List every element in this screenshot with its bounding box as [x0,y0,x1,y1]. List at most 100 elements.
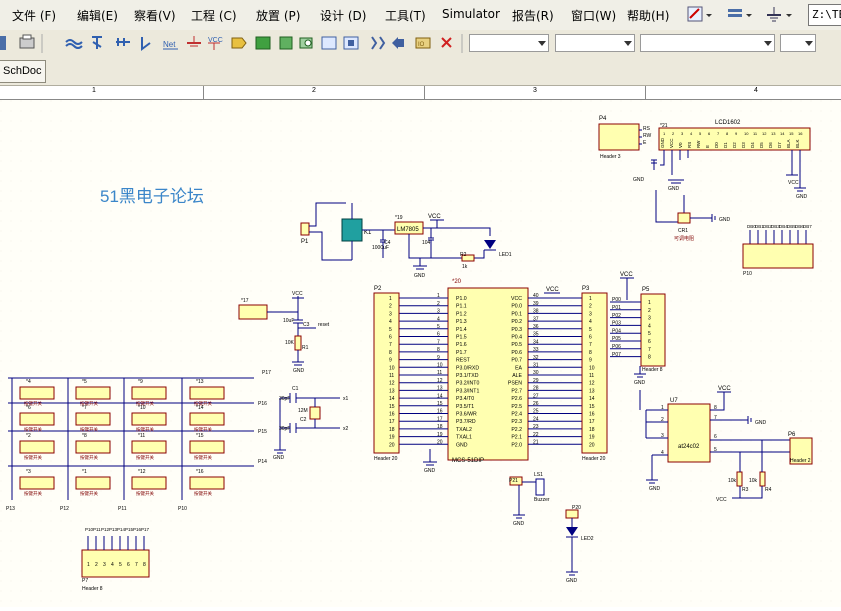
header-p3[interactable]: P3 Header 20 123456789101112131415161718… [581,286,608,462]
mcu-pin-number: 34 [533,339,539,345]
menu-simulator[interactable]: Simulator [442,7,500,21]
header-p7[interactable]: P7 Header 8 P101P112P123P134P145P156P167… [81,527,150,592]
mcu-pin-name: P1.7 [456,350,467,356]
menu-tools[interactable]: 工具(T) [385,9,426,23]
p5-pin-label: P01 [612,305,621,311]
toolbar-combo-3[interactable] [640,34,775,52]
key-label: 按键开关 [80,490,98,497]
lcd-pin-number: 15 [789,131,794,136]
col-label: P10 [178,506,187,512]
key-ref: *14 [196,405,204,411]
mcu-pin-number: 23 [533,424,539,430]
key-ref: *12 [138,469,146,475]
chevron-down-icon[interactable] [746,14,752,17]
pin-num: 2 [661,417,664,423]
crystal-circuit[interactable]: C1 C2 30pF 30pF 12M x1 x2 GND [273,386,349,461]
pin-num: 7 [714,415,717,421]
key-matrix[interactable]: P17 P16 P15 P14 P13 P12 P11 P10 *4按键开关*5… [6,370,271,512]
toolbar-combo-2[interactable] [555,34,635,52]
tab-schdoc[interactable]: SchDoc [0,60,46,83]
mcu-pin-name: TXAL2 [456,427,472,433]
lcd-pin-number: 6 [708,131,711,136]
menu-reports[interactable]: 报告(R) [512,9,554,23]
eeprom-u7[interactable]: U7 at24c02 1 2 3 4 GND 8 7 6 5 VCC GND P… [639,386,813,503]
toolbar-combo-1[interactable] [469,34,549,52]
directive-icon[interactable] [371,36,386,50]
reset-circuit[interactable]: *17 VCC 10uF C3 reset 10K R1 GND [238,291,330,374]
signal-harness-icon[interactable] [116,38,130,46]
device-sheet-icon[interactable] [299,37,313,49]
header-p2[interactable]: P2 Header 20 123456789101112131415161718… [373,286,400,462]
p5-pin-number: 5 [648,331,651,337]
buzzer-ls1[interactable]: LS1 Buzzer P21 GND [509,472,550,527]
wire-icon[interactable] [65,39,83,49]
chevron-down-icon[interactable] [706,14,712,17]
key-switch [19,440,55,454]
parameter-set-icon[interactable] [343,36,359,50]
bus-icon[interactable] [728,9,742,17]
p7-pin-number: 2 [95,562,98,568]
path-box[interactable]: Z:\TE [808,4,841,26]
component-icon[interactable] [321,36,337,50]
bus-entry-icon[interactable] [92,36,102,49]
buzzer-gnd: GND [513,521,525,527]
menu-design[interactable]: 设计 (D) [320,9,367,23]
power-supply[interactable]: P1 K1 LM7805 *19 VCC C4 1000uF 104 GND R… [300,202,512,279]
p5-pin-number: 4 [648,323,651,329]
col-label: P13 [6,506,15,512]
menu-window[interactable]: 窗口(W) [571,9,617,23]
mcu-pin-name: P1.0 [456,296,467,302]
menu-project[interactable]: 工程 (C) [191,9,237,23]
header-pin-number: 9 [589,358,592,364]
p5-pin-label: P04 [612,328,621,334]
mcu-pin-number: 11 [437,370,442,376]
port-icon[interactable] [231,37,247,49]
print-icon[interactable] [19,34,35,49]
compile-mask-icon[interactable]: IO [415,37,431,49]
gnd-port-icon[interactable] [187,36,201,47]
header-p10[interactable]: DB01DB12DB23DB34DB45DB56DB67DB78 P10 [742,224,814,277]
toolbar-combo-4[interactable] [780,34,816,52]
mcu-pin-name: P1.2 [456,311,467,317]
ground-icon[interactable] [767,7,781,22]
key-ref: *11 [138,433,145,439]
key-ref: *13 [196,379,204,385]
key-switch [131,476,167,490]
chevron-down-icon[interactable] [786,14,792,17]
highlight-pen-icon[interactable] [687,6,708,22]
header-pin-number: 2 [589,304,592,310]
lcd1602[interactable]: *21 LCD1602 GND1VCC2V03RS4RW5E6D07D18D29… [633,120,811,200]
menu-file[interactable]: 文件 (F) [12,9,57,23]
mcu-pin-name: P2.0 [511,442,522,448]
header-p4[interactable]: P4 Header 3 RS RW E [598,116,652,160]
menu-edit[interactable]: 编辑(E) [77,9,118,23]
p5-pin-label: P05 [612,336,621,342]
net-label-icon[interactable]: Net [163,40,178,50]
potentiometer-cr1[interactable]: GND CR1 可调电阻 [655,190,731,242]
row-label: P14 [258,459,267,465]
vcc-port-icon[interactable]: VCC [208,37,223,50]
header-pin-number: 4 [389,319,392,325]
chevron-down-icon [805,41,813,46]
menu-view[interactable]: 察看(V) [134,9,176,23]
mcu-pin-name: P2.2 [511,427,522,433]
lcd-gnd: GND [633,177,645,183]
save-icon[interactable] [0,36,6,50]
harness-entry-icon[interactable] [141,37,151,51]
sheet-entry-icon[interactable] [279,36,293,50]
led2-circuit[interactable]: P20 LED2 GND [565,505,594,584]
menu-place[interactable]: 放置 (P) [256,9,301,23]
regulator-name: LM7805 [397,227,419,233]
blanket-icon[interactable] [392,37,404,49]
p7-pin-number: 4 [111,562,114,568]
header-pin-number: 17 [589,419,595,425]
crystal-y1 [309,406,321,420]
menu-help[interactable]: 帮助(H) [627,9,670,23]
sheet-symbol-icon[interactable] [255,36,271,50]
no-erc-icon[interactable] [441,37,452,48]
mcu-pin-number: 38 [533,309,539,315]
